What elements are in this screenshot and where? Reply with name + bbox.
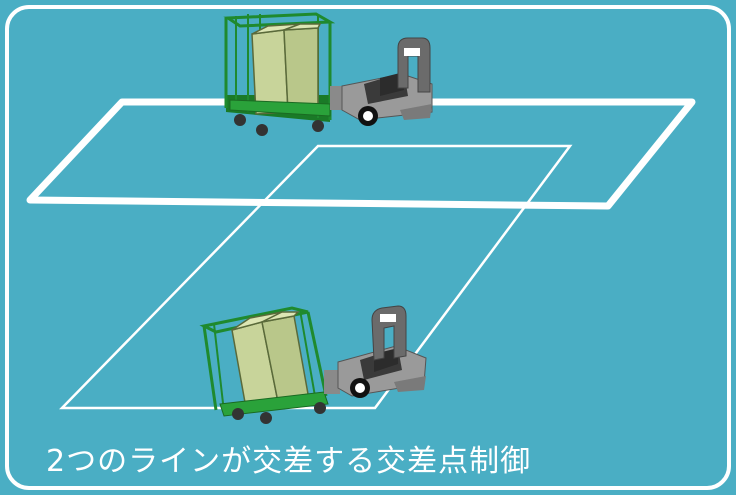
cart-bottom	[199, 306, 329, 424]
cart-top	[223, 12, 336, 136]
track-line-thin	[59, 144, 573, 410]
agv-robot-bottom	[199, 305, 427, 424]
agv-robot-top	[223, 12, 433, 136]
robot-top	[330, 37, 433, 126]
caption-text: 2つのラインが交差する交差点制御	[46, 444, 532, 479]
track-line-thick	[26, 98, 696, 210]
frame-border	[5, 5, 731, 490]
robot-bottom	[324, 305, 427, 398]
